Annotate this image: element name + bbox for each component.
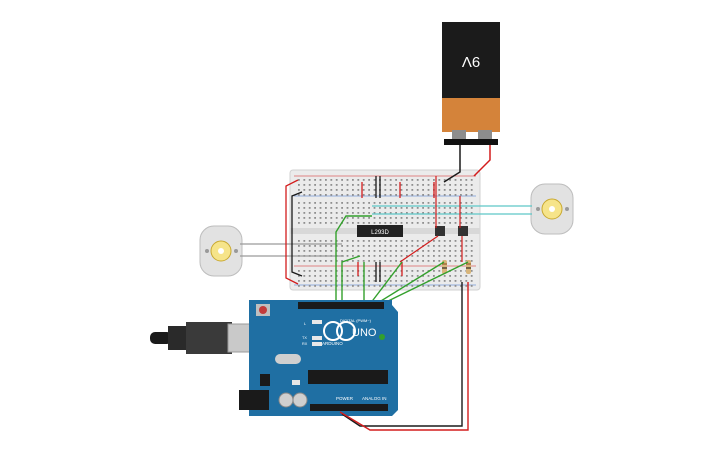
arduino-uno-board[interactable] — [239, 300, 398, 416]
arduino-rx-label: RX — [302, 342, 308, 346]
battery-negative-wire[interactable] — [443, 145, 461, 183]
arduino-analog-label: ANALOG IN — [362, 396, 387, 401]
arduino-gnd-wire[interactable] — [341, 282, 463, 427]
arduino-uno-label: UNO — [352, 327, 377, 339]
l293d-chip[interactable]: L293D — [357, 225, 403, 237]
arduino-5v-wire[interactable] — [339, 282, 469, 431]
resistor-2[interactable] — [466, 260, 471, 274]
dc-motor-left[interactable] — [199, 225, 243, 277]
signal-wires[interactable] — [335, 215, 469, 305]
battery-positive-wire[interactable] — [473, 145, 491, 177]
arduino-power-label: POWER — [336, 396, 354, 401]
breadboard-jumpers — [285, 176, 463, 285]
battery-label: 9V — [462, 53, 480, 70]
battery-9v[interactable]: 9V — [442, 22, 500, 145]
resistor-1[interactable] — [442, 260, 447, 274]
arduino-digital-label: DIGITAL (PWM~) — [340, 318, 372, 323]
chip-label: L293D — [371, 230, 389, 236]
arduino-tx-label: TX — [302, 336, 307, 340]
pushbutton-2[interactable] — [458, 226, 468, 236]
dc-motor-right[interactable] — [530, 183, 574, 235]
arduino-l-label: L — [304, 322, 306, 326]
pushbutton-1[interactable] — [435, 226, 445, 236]
arduino-brand-label: ARDUINO — [322, 341, 343, 346]
